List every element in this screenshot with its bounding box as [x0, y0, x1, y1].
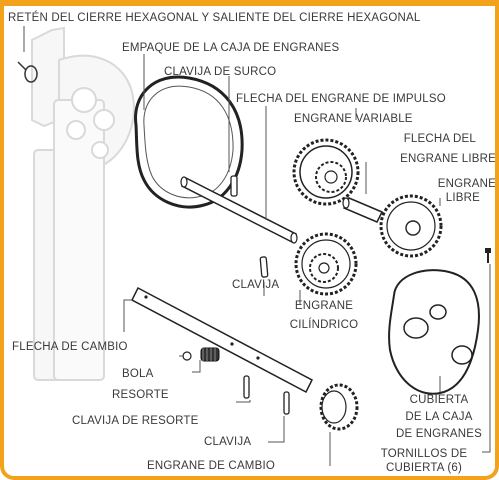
label-cover-screws-2: CUBIERTA (6): [385, 462, 463, 474]
label-cover-screws-1: TORNILLOS DE: [380, 448, 468, 460]
variable-gear-part: [292, 138, 360, 206]
label-shift-shaft: FLECHA DE CAMBIO: [12, 341, 128, 353]
label-spur-gear-1: ENGRANE: [294, 300, 354, 312]
label-drive-gear-shaft: FLECHA DEL ENGRANE DE IMPULSO: [236, 93, 446, 105]
pin-mid-part: [259, 256, 269, 278]
label-cover-3: DE ENGRANES: [396, 428, 482, 440]
spring-part: [200, 347, 220, 362]
label-idler-gear-1: ENGRANE: [437, 178, 496, 190]
idler-gear-part: [379, 194, 443, 258]
shift-gear-part: [319, 383, 359, 431]
label-pin-mid: CLAVIJA: [232, 279, 280, 291]
label-gearbox-gasket: EMPAQUE DE LA CAJA DE ENGRANES: [122, 42, 340, 54]
pin-low-part: [283, 391, 290, 415]
label-spring: RESORTE: [112, 389, 169, 401]
label-idler-gear-2: LIBRE: [445, 192, 480, 204]
groove-pin-part: [230, 175, 238, 197]
label-shift-gear: ENGRANE DE CAMBIO: [147, 460, 276, 472]
label-groove-pin: CLAVIJA DE SURCO: [164, 66, 277, 78]
header-bar: [4, 0, 495, 6]
shift-shaft-part: [131, 286, 313, 394]
leader-lines: [23, 26, 491, 466]
drive-gear-shaft-part: [180, 176, 298, 244]
label-spur-gear-2: CILÍNDRICO: [289, 319, 359, 331]
label-idler-shaft-1: FLECHA DEL: [403, 133, 476, 145]
idler-gear-shaft-part: [342, 197, 384, 223]
exploded-view-drawing: [17, 26, 491, 466]
cover-screw-part: [485, 248, 491, 263]
label-ball: BOLA: [122, 368, 154, 380]
ball-part: [182, 351, 192, 361]
gearbox-cover-part: [388, 269, 480, 395]
spring-pin-part: [243, 375, 250, 399]
label-pin-low: CLAVIJA: [204, 436, 252, 448]
label-cover-1: CUBIERTA: [409, 394, 469, 406]
gearbox-gasket-part: [134, 75, 244, 209]
spur-gear-part: [294, 232, 358, 296]
label-idler-shaft-2: ENGRANE LIBRE: [400, 153, 496, 165]
label-cover-2: DE LA CAJA: [405, 411, 473, 423]
label-hex-retainer: RETÉN DEL CIERRE HEXAGONAL Y SALIENTE DE…: [8, 12, 421, 24]
hex-retainer-part: [17, 61, 38, 83]
gearbox-housing: [31, 26, 135, 381]
label-variable-gear: ENGRANE VARIABLE: [294, 113, 413, 125]
label-spring-pin: CLAVIJA DE RESORTE: [72, 415, 199, 427]
